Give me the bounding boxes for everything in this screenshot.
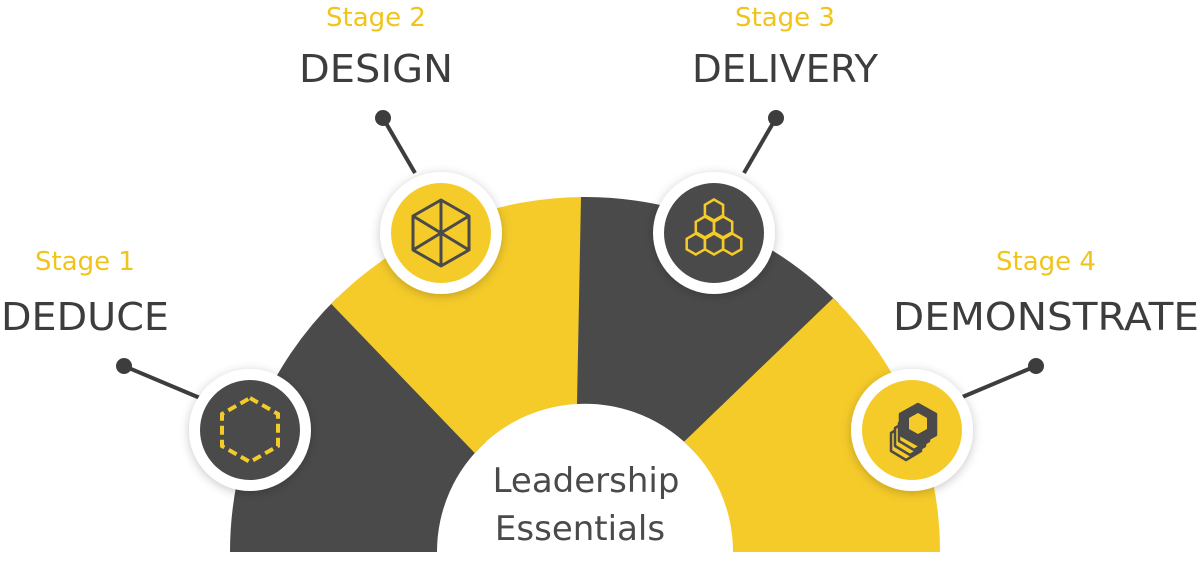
segment-demonstrate bbox=[684, 298, 940, 552]
dashed-hexagon-icon bbox=[220, 395, 280, 465]
connector-stage-1 bbox=[116, 358, 201, 400]
stage-1-label: Stage 1 bbox=[35, 247, 135, 277]
cube-icon bbox=[411, 198, 471, 268]
connector-stage-3 bbox=[742, 110, 784, 175]
hexagon-pyramid-icon bbox=[685, 198, 743, 256]
center-title-line1: Leadership bbox=[493, 461, 680, 501]
stage-2-badge bbox=[380, 172, 502, 294]
stage-4-label: Stage 4 bbox=[996, 247, 1096, 277]
pyramid-hexagon bbox=[721, 232, 743, 256]
segment-delivery bbox=[577, 196, 839, 453]
stage-4-name: DEMONSTRATE bbox=[893, 295, 1199, 339]
stage-3-name: DELIVERY bbox=[692, 47, 879, 91]
stage-1-name: DEDUCE bbox=[1, 295, 169, 339]
stacked-hexagon-nut-icon bbox=[889, 402, 938, 462]
segment-deduce bbox=[230, 298, 486, 552]
stage-1-badge bbox=[189, 369, 311, 491]
stage-2-name: DESIGN bbox=[299, 47, 453, 91]
connector-stage-2 bbox=[375, 110, 417, 175]
stage-2-label: Stage 2 bbox=[326, 3, 426, 33]
stage-3-label: Stage 3 bbox=[735, 3, 835, 33]
center-title-line2: Essentials bbox=[495, 509, 665, 549]
connector-stage-4 bbox=[959, 358, 1044, 400]
stage-4-badge bbox=[851, 369, 973, 491]
stage-3-badge bbox=[653, 172, 775, 294]
